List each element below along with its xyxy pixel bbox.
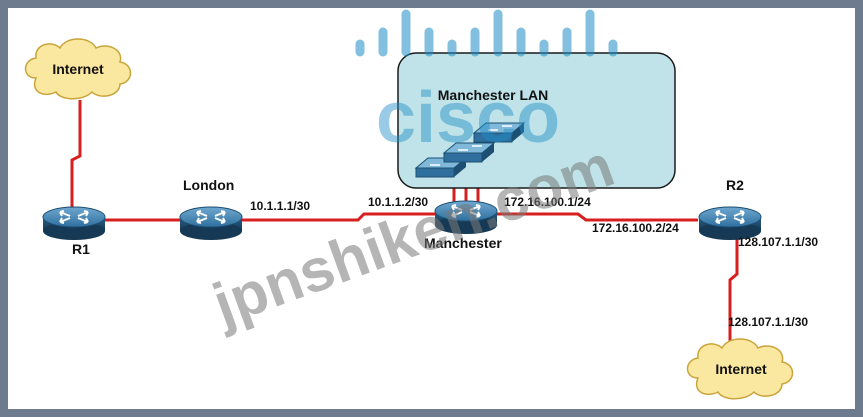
cisco-logo-bars — [355, 9, 618, 57]
link-manchester-r2 — [495, 212, 698, 222]
router-r1-label: R1 — [72, 241, 90, 257]
router-london-icon — [179, 206, 243, 241]
router-london-label: London — [183, 177, 234, 193]
internet-cloud-top: Internet — [24, 38, 132, 100]
diagram-canvas: Internet Internet Manchester LAN R1 Lond… — [24, 9, 818, 400]
link-r2-internet — [728, 236, 739, 350]
link-internet-r1 — [70, 100, 82, 213]
link-london-manchester — [242, 212, 438, 222]
router-manchester-label: Manchester — [424, 235, 502, 251]
ip-r2-left: 172.16.100.2/24 — [592, 221, 679, 235]
internet-cloud-bottom: Internet — [686, 338, 794, 400]
ip-manchester-left: 10.1.1.2/30 — [368, 195, 428, 209]
ip-london: 10.1.1.1/30 — [250, 199, 310, 213]
ip-r2-down: 128.107.1.1/30 — [738, 235, 818, 249]
ip-internet: 128.107.1.1/30 — [728, 315, 808, 329]
cisco-watermark: cisco — [376, 78, 560, 158]
router-r2-label: R2 — [726, 177, 744, 193]
cloud-label: Internet — [52, 61, 104, 77]
cloud-label: Internet — [715, 361, 767, 377]
network-diagram: Internet Internet Manchester LAN R1 Lond… — [8, 8, 855, 409]
lan-label: Manchester LAN — [438, 87, 548, 103]
ip-manchester-right: 172.16.100.1/24 — [504, 195, 591, 209]
router-r1-icon — [42, 206, 106, 241]
